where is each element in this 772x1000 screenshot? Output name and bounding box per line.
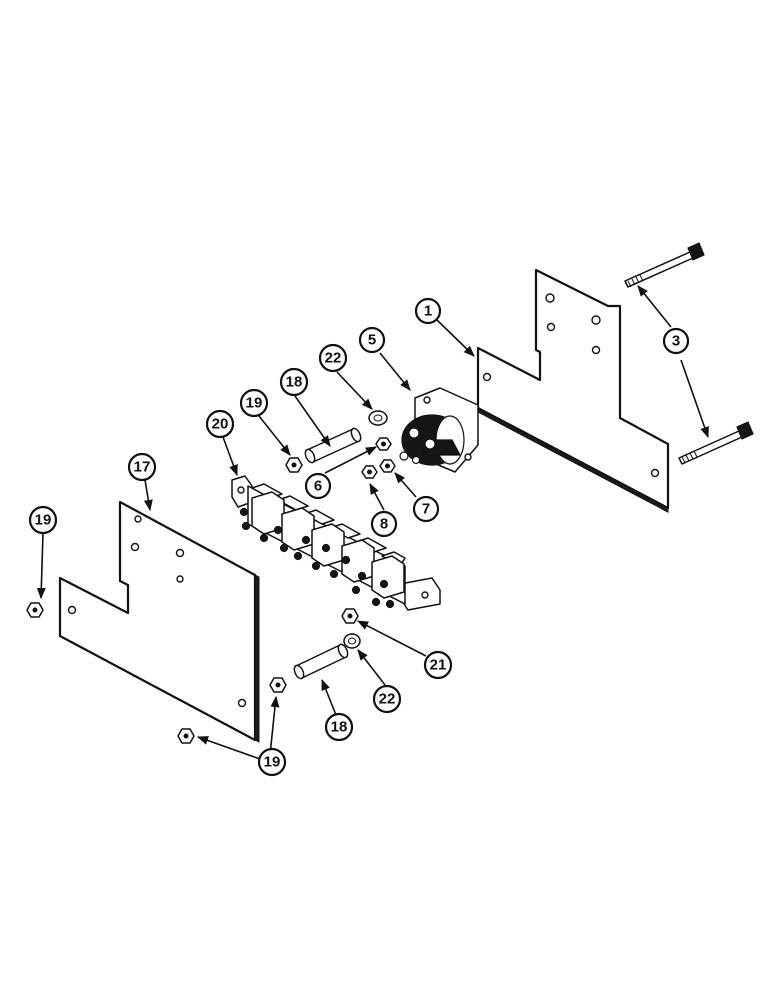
callout-19-lower-label: 19 (264, 754, 281, 771)
callout-1-label: 1 (424, 303, 432, 320)
bolt-lower (678, 421, 754, 465)
callout-6-label: 6 (314, 478, 322, 495)
nut-6 (375, 437, 392, 451)
callout-18-upper: 18 (279, 367, 309, 397)
callout-19-upper: 19 (239, 388, 269, 418)
callout-19-left-label: 19 (35, 512, 52, 529)
callout-5: 5 (358, 326, 386, 354)
nut-19-upper (285, 457, 303, 473)
callout-19-lower: 19 (257, 747, 287, 777)
nut-7 (379, 459, 396, 473)
callout-8-label: 8 (380, 516, 388, 533)
nut-19-bottom (177, 728, 195, 744)
bolt-upper (624, 242, 705, 288)
callout-7: 7 (412, 495, 440, 523)
callout-20-label: 20 (212, 416, 229, 433)
callout-3: 3 (662, 327, 690, 355)
spacer-upper (304, 427, 362, 464)
callout-18-lower-label: 18 (331, 719, 348, 736)
callout-18-lower: 18 (324, 712, 354, 742)
leader-lines (36, 285, 709, 760)
washer-22-upper (368, 410, 388, 426)
nut-19-left (26, 602, 44, 618)
callout-22-upper: 22 (318, 343, 348, 373)
callout-20: 20 (205, 409, 235, 439)
callout-18-upper-label: 18 (286, 374, 303, 391)
nut-8 (361, 465, 378, 479)
callout-21: 21 (423, 650, 453, 680)
relay-terminal-bar (231, 475, 441, 611)
callout-19-left: 19 (28, 505, 58, 535)
callout-22-upper-label: 22 (325, 350, 342, 367)
left-mounting-plate (58, 500, 260, 743)
nut-21 (341, 608, 359, 624)
callout-19-upper-label: 19 (246, 395, 263, 412)
callout-17-label: 17 (134, 459, 151, 476)
spacer-lower (293, 643, 349, 680)
right-mounting-plate (476, 268, 670, 513)
washer-22-lower (343, 633, 361, 649)
callout-22-lower: 22 (372, 684, 402, 714)
callout-5-label: 5 (368, 332, 376, 349)
callout-21-label: 21 (430, 657, 447, 674)
callout-7-label: 7 (422, 501, 430, 518)
callout-1: 1 (414, 297, 442, 325)
callout-8: 8 (370, 510, 398, 538)
nut-19-lower-mid (269, 677, 287, 693)
callout-22-lower-label: 22 (379, 691, 396, 708)
callout-17: 17 (127, 452, 157, 482)
callout-3-label: 3 (672, 333, 680, 350)
starter-solenoid (399, 387, 479, 473)
callout-6: 6 (304, 472, 332, 500)
